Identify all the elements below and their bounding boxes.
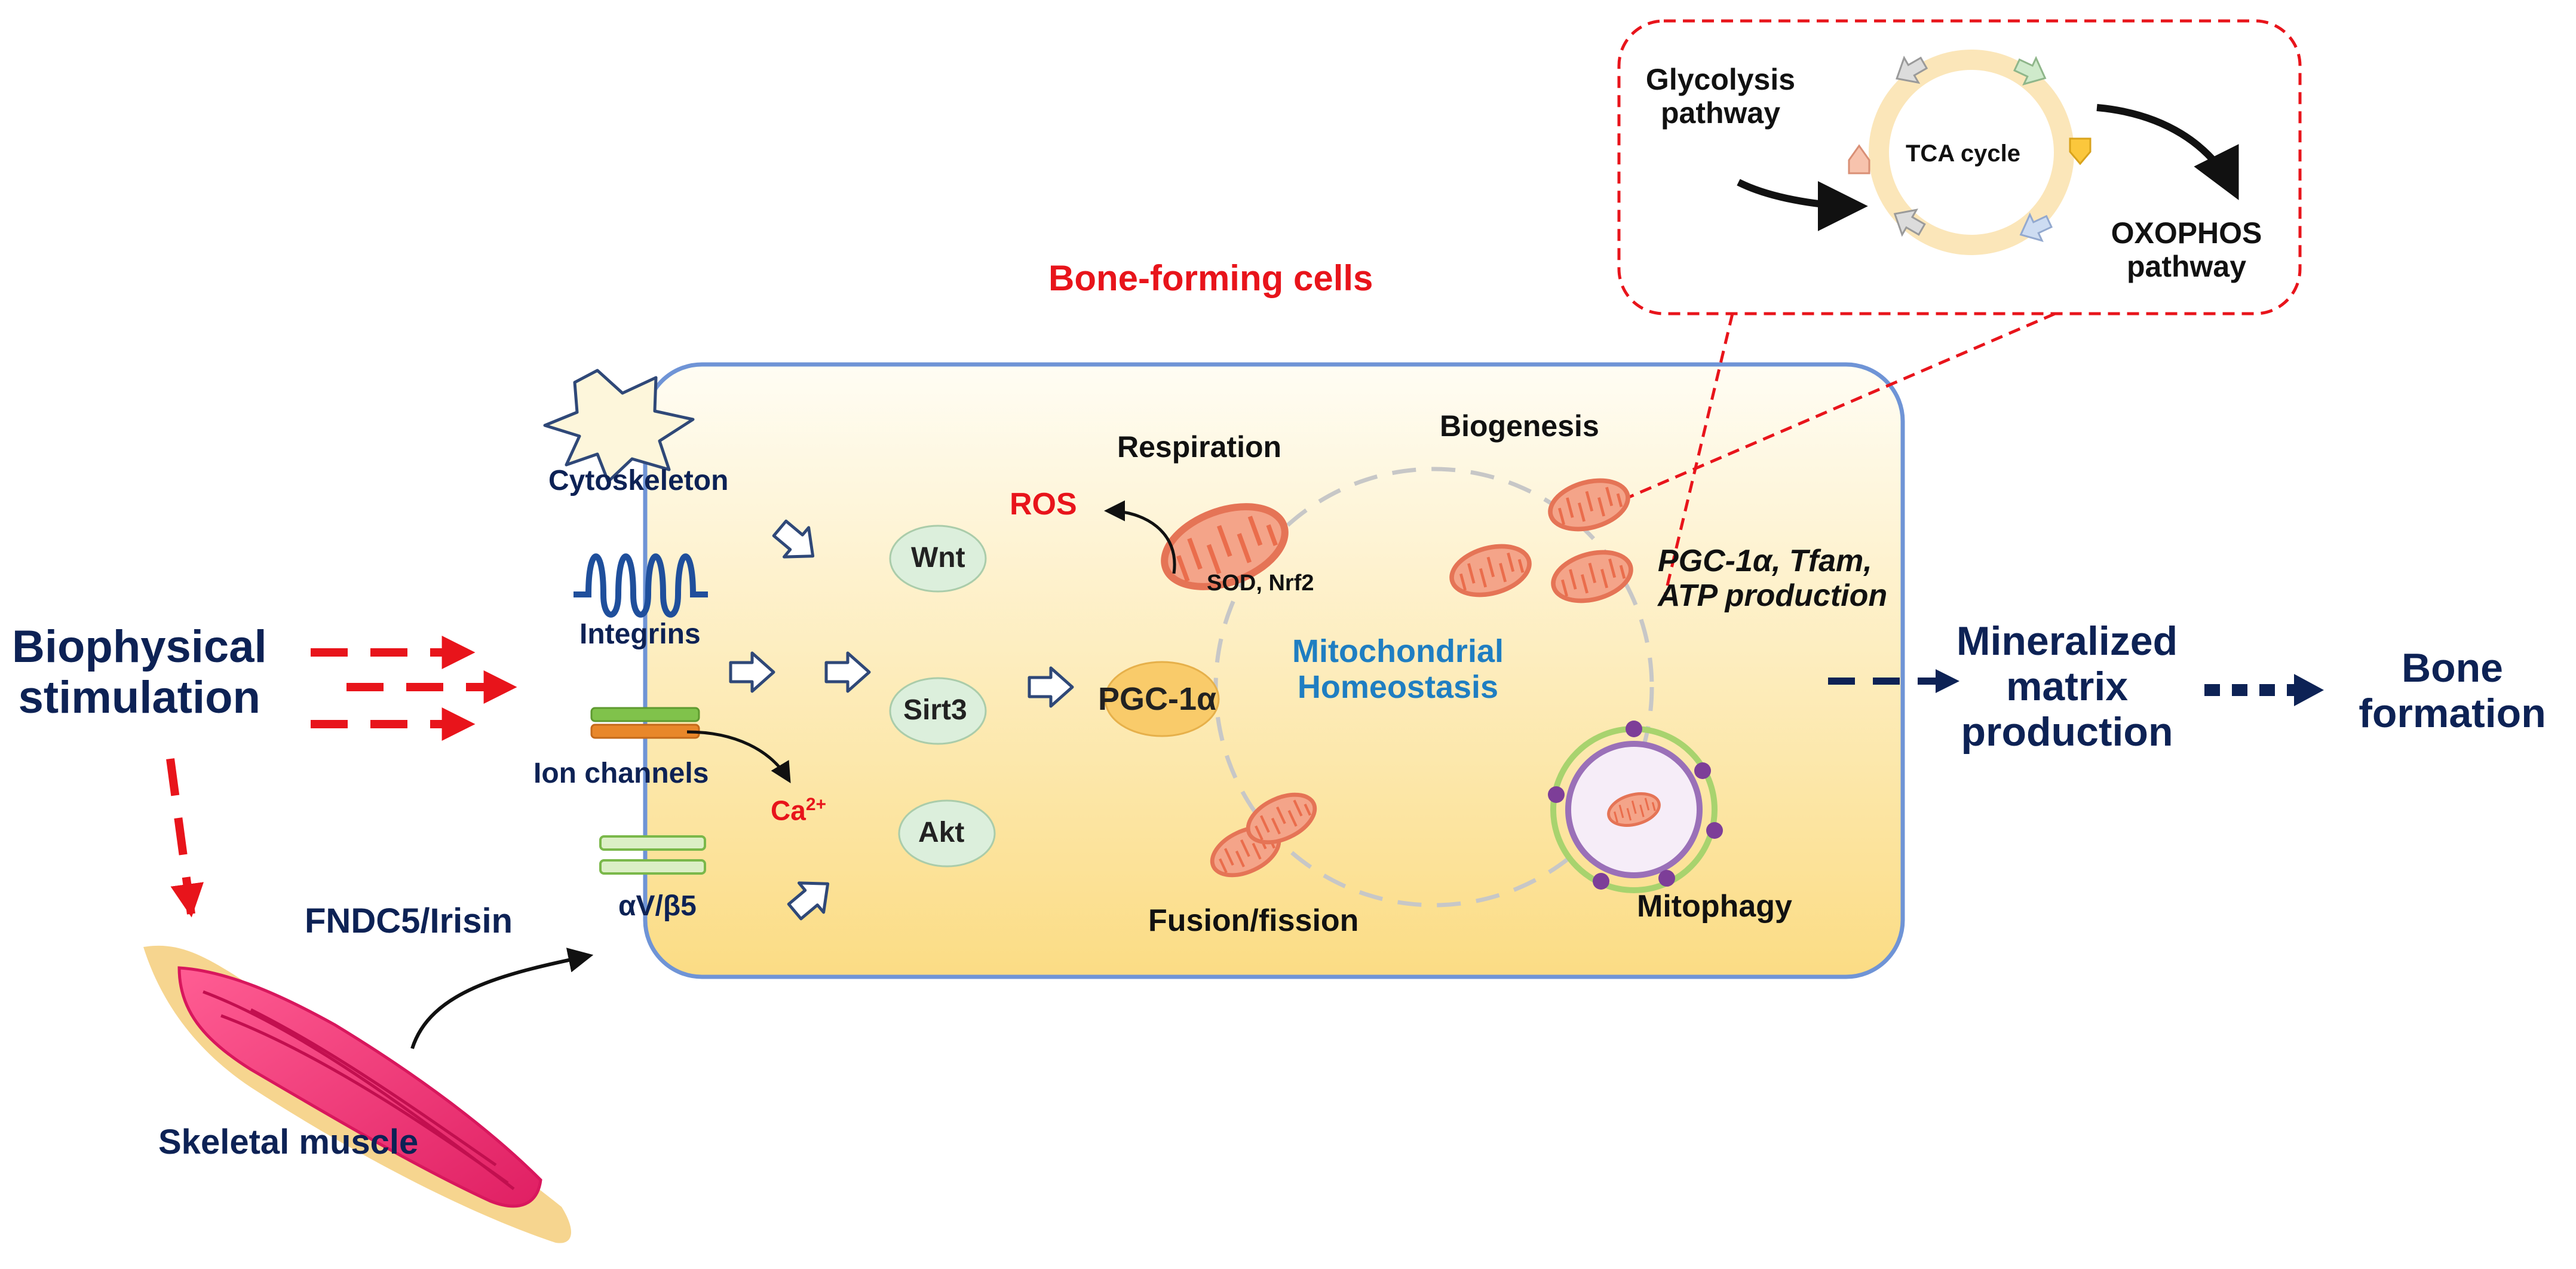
- fusion-label: Fusion/fission: [1148, 903, 1359, 938]
- skeletal-muscle-shape: [143, 945, 572, 1243]
- tca-arrow-2: [2013, 56, 2047, 86]
- akt-node: [898, 799, 996, 868]
- cytoskeleton-icon: [543, 369, 695, 483]
- pgc-label: PGC-1α: [1098, 681, 1217, 717]
- skeletal-muscle-label: Skeletal muscle: [158, 1123, 419, 1161]
- inset-connector-1: [1662, 313, 1734, 601]
- mitophagy-label: Mitophagy: [1637, 889, 1792, 924]
- glycolysis-arrow: [1737, 179, 1868, 231]
- tca-arrow-3: [2069, 137, 2092, 165]
- ion-channels-label: Ion channels: [533, 758, 709, 789]
- bs-line: Biophysical stimulation: [12, 621, 267, 724]
- ca-text: Ca: [771, 795, 806, 826]
- ros-label: ROS: [1010, 487, 1077, 522]
- integrins-icon: [574, 553, 708, 618]
- cytoskeleton-label: Cytoskeleton: [548, 465, 729, 496]
- wnt-node: [889, 525, 987, 593]
- glycolysis-label: Glycolysis pathway: [1645, 63, 1796, 130]
- oxphos-arrow: [2096, 104, 2239, 201]
- biogenesis-label: Biogenesis: [1440, 409, 1599, 443]
- integrins-label: Integrins: [579, 618, 701, 650]
- ion-channel-arrow: [686, 730, 791, 784]
- ros-arrow: [1104, 500, 1176, 574]
- av-b5-label: αV/β5: [618, 890, 697, 922]
- biogenesis-detail-label: PGC-1α, Tfam, ATP production: [1658, 544, 1888, 614]
- tca-arrow-6: [1848, 144, 1870, 174]
- pgc-node: [1104, 661, 1220, 737]
- sod-label: SOD, Nrf2: [1207, 571, 1314, 596]
- homeostasis-label: Mitochondrial Homeostasis: [1292, 633, 1504, 706]
- akt-label: Akt: [918, 817, 965, 848]
- ca-superscript: 2+: [805, 795, 827, 814]
- respiration-label: Respiration: [1117, 430, 1282, 464]
- tca-arrow-4: [2019, 212, 2053, 243]
- fndc5-label: FNDC5/Irisin: [305, 902, 513, 940]
- sirt3-label: Sirt3: [903, 694, 967, 726]
- mitophagy-icon: [1548, 721, 1723, 893]
- tca-arrow-1: [1896, 56, 1928, 84]
- mineralized-label: Mineralized matrix production: [1956, 618, 2178, 755]
- tca-arrow-5: [1893, 209, 1926, 237]
- sirt3-node: [889, 677, 987, 745]
- stimulation-arrows: [166, 636, 517, 918]
- tca-label: TCA cycle: [1906, 140, 2020, 167]
- bone-formation-label: Bone formation: [2359, 645, 2546, 737]
- ca-label: Ca2+: [771, 795, 826, 826]
- tca-ring: [1869, 50, 2074, 255]
- ion-channels-icon: [590, 707, 700, 739]
- inset-box: [1617, 19, 2302, 315]
- irisin-arrow: [410, 948, 594, 1049]
- av-b5-icon: [599, 835, 706, 875]
- oxphos-label: OXOPHOS pathway: [2111, 216, 2262, 283]
- wnt-label: Wnt: [911, 542, 965, 574]
- diagram-title: Bone-forming cells: [1048, 258, 1373, 298]
- inset-connector-2: [1624, 312, 2056, 501]
- biophysical-stimulation-label: Biophysical stimulation: [12, 621, 267, 723]
